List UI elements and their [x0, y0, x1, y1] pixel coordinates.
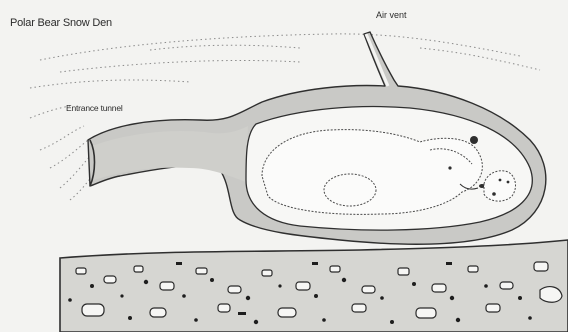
air-vent-label: Air vent	[376, 11, 407, 20]
entrance-tunnel-label: Entrance tunnel	[66, 104, 123, 113]
diagram-title: Polar Bear Snow Den	[10, 18, 112, 29]
air-vent-shaft	[366, 34, 388, 86]
ground	[60, 240, 568, 332]
